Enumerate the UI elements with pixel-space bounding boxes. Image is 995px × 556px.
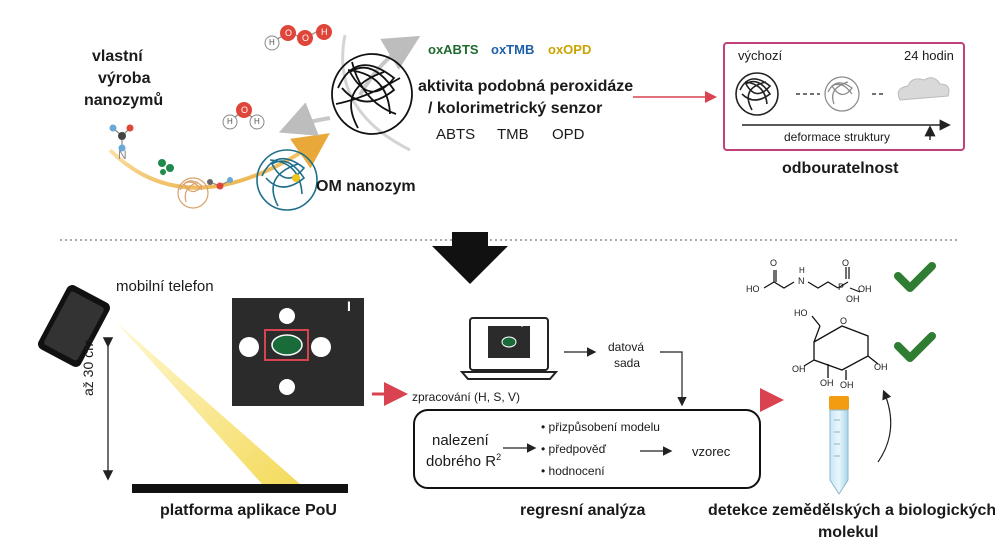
- light-beam: [116, 322, 300, 484]
- glyphosate-n: N: [798, 276, 805, 286]
- cloud-degraded: [897, 77, 950, 101]
- synthesis-arrow: [108, 133, 330, 190]
- phone-graphic: [38, 285, 110, 367]
- nanozyme-tangle-large: [331, 53, 413, 135]
- atom-o-2: O: [302, 33, 310, 43]
- degradability-box: [723, 42, 965, 151]
- self-production-line2: výroba: [98, 70, 151, 87]
- self-production-line1: vlastní: [92, 48, 143, 65]
- processing-label: zpracování (H, S, V): [412, 390, 521, 404]
- substrate-abts: ABTS: [436, 126, 476, 143]
- ox-tmb-label: oxTMB: [491, 42, 535, 57]
- finding-fit-line2: dobrého R2: [426, 452, 501, 470]
- laptop-plate-marker: I: [521, 322, 523, 329]
- glyphosate-p: P: [838, 282, 845, 292]
- phone-label: mobilní telefon: [116, 278, 214, 295]
- curved-arrow-up: [877, 389, 892, 463]
- detection-title-line1: detekce zemědělských a biologických: [708, 502, 995, 519]
- plate-marker: I: [347, 298, 351, 314]
- precursor-tangle: [177, 177, 209, 209]
- dataset-line2: sada: [614, 356, 641, 370]
- degradability-initial: výchozí: [738, 48, 783, 63]
- atom-h-4: H: [254, 117, 260, 126]
- regression-box: [413, 409, 761, 489]
- degradability-axis-label: deformace struktury: [784, 130, 891, 144]
- glyphosate-structure: [763, 267, 861, 293]
- substrate-opd: OPD: [552, 126, 585, 143]
- activity-line1: aktivita podobná peroxidáze: [418, 78, 634, 95]
- falcon-tube: [829, 396, 849, 495]
- degradability-after: 24 hodin: [904, 48, 954, 63]
- glyphosate-po: O: [842, 258, 850, 268]
- step-fit-model: • přizpůsobení modelu: [541, 420, 660, 434]
- tangle-middle: [824, 76, 860, 112]
- atom-h-2: H: [321, 27, 328, 37]
- atom-h-1: H: [269, 38, 275, 47]
- platform-bar: [132, 484, 348, 493]
- ox-opd-label: oxOPD: [548, 42, 592, 57]
- distance-label: až 30 cm: [80, 339, 96, 396]
- formula-label: vzorec: [692, 444, 731, 459]
- om-nanozyme-tangle: [256, 149, 318, 211]
- grey-arrow-left: [278, 102, 331, 136]
- r-squared-superscript: 2: [496, 452, 502, 462]
- step-prediction: • předpověď: [541, 442, 606, 456]
- grey-arc: [341, 34, 411, 152]
- degradability-title: odbouratelnost: [782, 160, 899, 177]
- check-mark-2: [894, 332, 936, 362]
- glucose-oh-1: OH: [792, 364, 806, 374]
- activity-line2: / kolorimetrický senzor: [428, 100, 603, 117]
- check-mark-1: [894, 262, 936, 292]
- om-nanozyme-label: OM nanozym: [316, 178, 416, 195]
- detection-title-line2: molekul: [818, 524, 879, 541]
- finding-fit-text: dobrého R: [426, 453, 497, 470]
- finding-fit-line1: nalezení: [432, 432, 489, 449]
- glucose-ring-o: O: [840, 316, 848, 326]
- ox-abts-label: oxABTS: [428, 42, 479, 57]
- glyphosate-oh1: OH: [858, 284, 872, 294]
- self-production-line3: nanozymů: [84, 92, 164, 109]
- gold-particle: [292, 174, 300, 182]
- step-evaluation: • hodnocení: [541, 464, 605, 478]
- glyphosate-h: H: [799, 266, 805, 275]
- big-down-arrow: [432, 232, 508, 284]
- platform-label: platforma aplikace PoU: [160, 502, 337, 519]
- glucose-oh-4: OH: [874, 362, 888, 372]
- substrate-tmb: TMB: [497, 126, 529, 143]
- regression-title: regresní analýza: [520, 502, 646, 519]
- glyphosate-ho: HO: [746, 284, 760, 294]
- glyphosate-acid-o: O: [770, 258, 778, 268]
- atom-h-3: H: [227, 117, 233, 126]
- atom-label-n: N: [118, 148, 127, 162]
- laptop-graphic: [459, 317, 559, 380]
- glucose-ho: HO: [794, 308, 808, 318]
- tangle-initial: [735, 72, 779, 116]
- arrow-dataset-down: [660, 351, 687, 407]
- glucose-oh-3: OH: [840, 380, 854, 390]
- dataset-line1: datová: [608, 340, 645, 354]
- atom-o-1: O: [285, 28, 293, 38]
- atom-o-3: O: [241, 105, 249, 115]
- glyphosate-oh2: OH: [846, 294, 860, 304]
- glucose-structure: [803, 315, 879, 380]
- glucose-oh-2: OH: [820, 378, 834, 388]
